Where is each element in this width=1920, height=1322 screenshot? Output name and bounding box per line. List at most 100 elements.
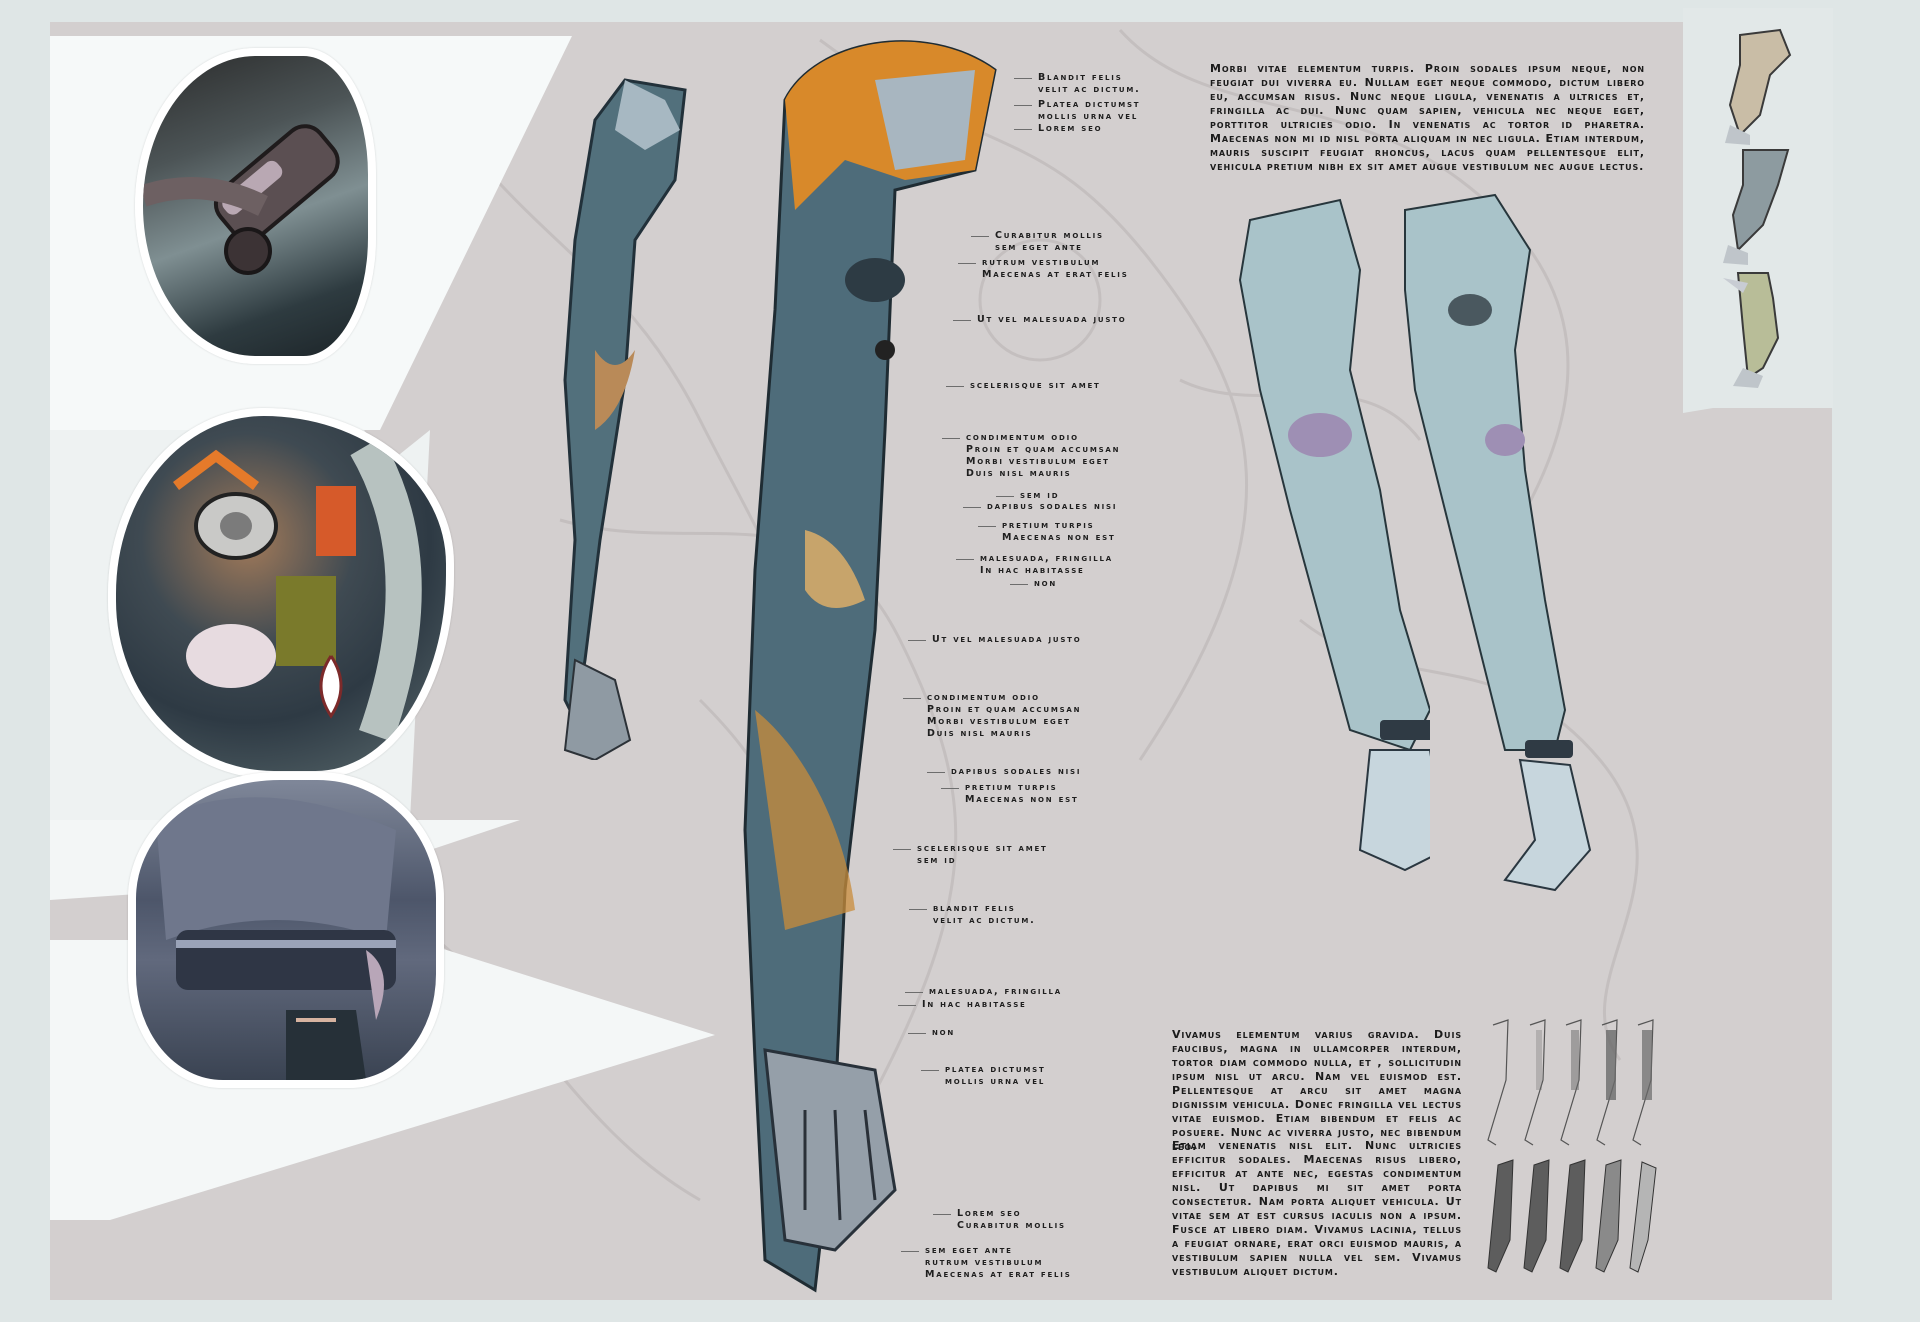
callout-label-line: scelerisque sit amet <box>917 843 1048 854</box>
callout-label-line: velit ac dictum. <box>1038 84 1141 95</box>
callout-leader-line <box>903 698 921 699</box>
arm-secondary-rear <box>563 78 687 760</box>
callout-label-line: dapibus sodales nisi <box>987 501 1118 512</box>
callout-leader-line <box>933 1214 951 1215</box>
callout-label: sem id <box>1020 490 1059 502</box>
callout-label: scelerisque sit amet <box>970 380 1101 392</box>
internals-icon <box>173 436 422 742</box>
callout-leader-line <box>893 849 911 850</box>
callout-label-line: condimentum odio <box>966 432 1079 443</box>
callout-label-line: sem id <box>917 855 957 866</box>
callout-label-line: Lorem seo <box>957 1208 1022 1219</box>
callout-leader-line <box>996 496 1014 497</box>
callout-label-line: Morbi vestibulum eget <box>966 456 1110 467</box>
vignette-elbow-hinge <box>135 48 376 364</box>
callout-label: Lorem seo <box>1038 123 1102 135</box>
callout-label-line: malesuada, fringilla <box>980 553 1114 564</box>
callout-label-line: sem eget ante <box>925 1245 1013 1256</box>
progression-thumbnails <box>1478 1010 1658 1280</box>
callout-leader-line <box>905 992 923 993</box>
wrist-ring-icon <box>156 797 396 1080</box>
callout-leader-line <box>927 772 945 773</box>
variant-arm-olive <box>1723 272 1780 388</box>
callout-label-line: malesuada, fringilla <box>929 986 1063 997</box>
description-paragraph-bottom-1: Vivamus elementum varius gravida. Duis f… <box>1172 1028 1462 1153</box>
callout-label-line: Maecenas at erat felis <box>982 269 1129 280</box>
thumbnail-grid <box>1487 1019 1657 1273</box>
vignette-wrist-ring <box>128 772 444 1088</box>
callout-label-line: pretium turpis <box>965 782 1058 793</box>
variant-arm-grey <box>1723 149 1790 265</box>
callout-leader-line <box>921 1070 939 1071</box>
callout-leader-line <box>942 438 960 439</box>
callout-label-line: Duis nisl mauris <box>927 728 1033 739</box>
callout-label-line: platea dictumst <box>945 1064 1046 1075</box>
callout-label-line: non <box>932 1027 956 1038</box>
callout-label-line: mollis urna vel <box>945 1076 1046 1087</box>
callout-leader-line <box>901 1251 919 1252</box>
callout-leader-line <box>1014 129 1032 130</box>
callout-label-line: Morbi vestibulum eget <box>927 716 1071 727</box>
callout-label-line: velit ac dictum. <box>933 915 1036 926</box>
callout-label-line: Maecenas non est <box>1002 532 1116 543</box>
callout-leader-line <box>1010 584 1028 585</box>
callout-leader-line <box>941 788 959 789</box>
callout-label-line: rutrum vestibulum <box>925 1257 1044 1268</box>
callout-leader-line <box>1014 78 1032 79</box>
callout-leader-line <box>953 320 971 321</box>
callout-label-line: Platea dictumst <box>1038 99 1141 110</box>
callout-label-line: mollis urna vel <box>1038 111 1139 122</box>
callout-label: dapibus sodales nisi <box>951 766 1081 778</box>
callout-label-line: Maecenas non est <box>965 794 1079 805</box>
callout-leader-line <box>958 263 976 264</box>
callout-label-line: blandit felis <box>933 903 1016 914</box>
callout-label-line: Blandit felis <box>1038 72 1123 83</box>
callout-label-line: Curabitur mollis <box>957 1220 1066 1231</box>
callout-label: dapibus sodales nisi <box>987 501 1117 513</box>
callout-label: In hac habitasse <box>922 999 1027 1011</box>
callout-leader-line <box>909 909 927 910</box>
callout-leader-line <box>978 526 996 527</box>
callout-label-line: Proin et quam accumsan <box>927 704 1082 715</box>
description-paragraph-top: Morbi vitae elementum turpis. Proin soda… <box>1210 62 1645 173</box>
callout-label: Ut vel malesuada justo <box>977 314 1127 326</box>
callout-leader-line <box>908 1033 926 1034</box>
callout-label-line: dapibus sodales nisi <box>951 766 1082 777</box>
callout-leader-line <box>1014 105 1032 106</box>
callout-label-line: rutrum vestibulum <box>982 257 1101 268</box>
callout-label-line: sem eget ante <box>995 242 1083 253</box>
callout-label-line: In hac habitasse <box>980 565 1085 576</box>
arm-pale-blue-left <box>1238 198 1430 872</box>
callout-label-line: Duis nisl mauris <box>966 468 1072 479</box>
callout-label-line: Maecenas at erat felis <box>925 1269 1072 1280</box>
callout-label-line: pretium turpis <box>1002 520 1095 531</box>
callout-label-line: Ut vel malesuada justo <box>932 634 1082 645</box>
callout-label-line: Curabitur mollis <box>995 230 1104 241</box>
callout-leader-line <box>971 236 989 237</box>
callout-label-line: condimentum odio <box>927 692 1040 703</box>
callout-label-line: Proin et quam accumsan <box>966 444 1121 455</box>
callout-label: non <box>1034 578 1057 590</box>
vignette-forearm-internals <box>108 408 454 779</box>
variant-arm-beige <box>1725 28 1792 145</box>
callout-label-line: Ut vel malesuada justo <box>977 314 1127 325</box>
callout-leader-line <box>908 640 926 641</box>
callout-label: malesuada, fringilla <box>929 986 1062 998</box>
callout-label-line: sem id <box>1020 490 1060 501</box>
callout-leader-line <box>946 386 964 387</box>
callout-label-line: non <box>1034 578 1058 589</box>
callout-label: non <box>932 1027 955 1039</box>
callout-label-line: scelerisque sit amet <box>970 380 1101 391</box>
